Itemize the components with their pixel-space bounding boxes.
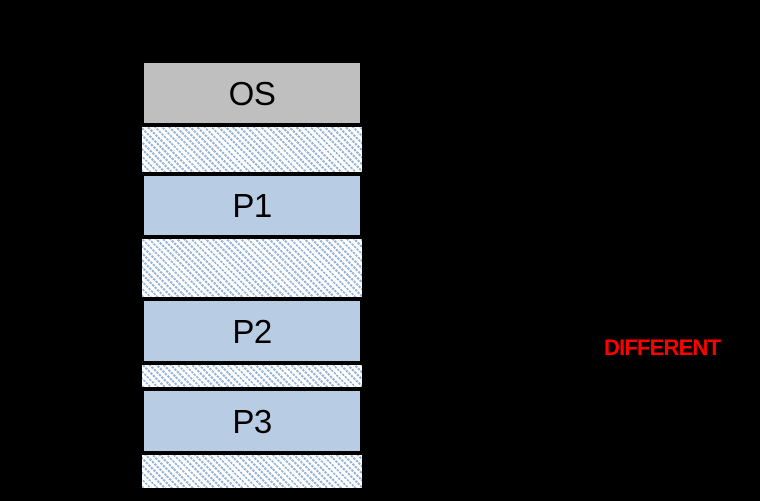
different-annotation: DIFFERENT: [604, 335, 721, 360]
memory-block-os: OS: [142, 61, 362, 125]
memory-block-p2: P2: [142, 299, 362, 363]
memory-block-p3: P3: [142, 389, 362, 453]
p3-block-label: P3: [232, 402, 272, 440]
p1-block-label: P1: [232, 187, 272, 224]
free-hole-4: [142, 455, 362, 488]
p2-block-label: P2: [232, 312, 272, 350]
free-hole-2: [142, 239, 362, 297]
memory-block-p1: P1: [142, 174, 362, 237]
free-hole-3: [142, 365, 362, 387]
free-hole-1: [142, 127, 362, 172]
os-block-label: OS: [228, 74, 276, 112]
